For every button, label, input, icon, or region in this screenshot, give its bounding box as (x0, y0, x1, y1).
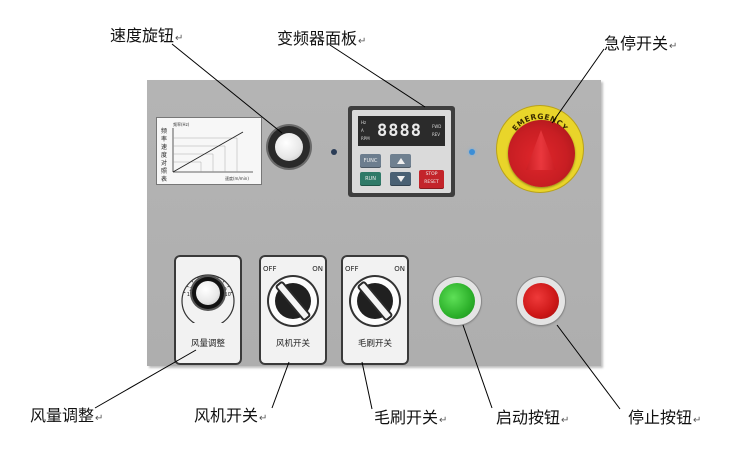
fan-adjust-knob[interactable] (192, 277, 224, 309)
side-char: 表 (161, 175, 167, 183)
display-tag: FWD (432, 124, 442, 129)
leader-brush-switch (361, 361, 373, 410)
speed-knob[interactable] (268, 126, 310, 168)
reset-label: RESET (424, 180, 439, 185)
speed-frequency-chart-card: 频 率 速 度 对 照 表 频率(Hz) 速度(m/min) (156, 117, 262, 185)
display-tag: REV (432, 132, 441, 137)
side-char: 率 (161, 135, 167, 143)
chart-ylabel: 频率(Hz) (173, 121, 190, 127)
brush-switch-bezel: OFF ON 毛刷开关 (341, 255, 409, 365)
side-char: 对 (161, 159, 167, 167)
stop-button[interactable] (517, 277, 565, 325)
chart-xlabel: 速度(m/min) (225, 175, 249, 181)
side-char: 度 (161, 151, 167, 159)
side-char: 频 (161, 127, 167, 135)
display-tag: Hz (361, 120, 367, 125)
down-arrow-icon (396, 176, 405, 182)
fan-scale-tick (191, 280, 194, 283)
fan-scale-number: 10 (225, 292, 231, 298)
fan-scale-tick (222, 280, 225, 283)
inverter-display: Hz A RPM 8888 FWD REV (358, 116, 445, 146)
fan-scale-tick (183, 291, 186, 294)
blower-selector-switch[interactable] (269, 277, 317, 325)
speed-frequency-chart: 频 率 速 度 对 照 表 频率(Hz) 速度(m/min) (161, 121, 253, 183)
callout-brush-switch: 毛刷开关↵ (374, 408, 448, 427)
callout-fan-adjust: 风量调整↵ (30, 406, 104, 425)
callout-start-button: 启动按钮↵ (496, 408, 570, 427)
chart-line (172, 131, 244, 173)
fan-scale-tick (217, 276, 219, 280)
leader-blower-switch (271, 361, 290, 409)
fan-adjust-label: 风量调整 (190, 339, 225, 349)
fan-scale-tick (227, 285, 230, 288)
inverter-face: Hz A RPM 8888 FWD REV FUNC RUN STOP RESE… (352, 110, 451, 193)
up-button[interactable] (390, 154, 411, 168)
callout-inverter-panel: 变频器面板↵ (277, 29, 367, 48)
display-digits: 8888 (377, 121, 422, 141)
on-label: ON (394, 265, 405, 273)
brush-selector-switch[interactable] (351, 277, 399, 325)
blower-switch-label: 风机开关 (275, 339, 310, 349)
stop-label: STOP (425, 172, 438, 177)
blower-switch-positions: OFF ON (263, 265, 323, 273)
blower-switch-bezel: OFF ON 风机开关 (259, 255, 327, 365)
display-tag: A (361, 128, 364, 133)
callout-emergency-stop: 急停开关↵ (604, 34, 678, 53)
chart-side-labels: 频 率 速 度 对 照 表 (161, 127, 167, 183)
on-label: ON (312, 265, 323, 273)
fan-scale-tick (230, 291, 233, 294)
stop-reset-button[interactable]: STOP RESET (419, 170, 444, 189)
off-label: OFF (263, 265, 277, 273)
func-button[interactable]: FUNC (360, 154, 381, 168)
off-label: OFF (345, 265, 359, 273)
inverter-keypad: Hz A RPM 8888 FWD REV FUNC RUN STOP RESE… (348, 106, 455, 197)
side-char: 速 (161, 144, 167, 151)
run-button[interactable]: RUN (360, 172, 381, 186)
fan-scale-number: 9 (224, 287, 227, 293)
start-button-cap (439, 283, 475, 319)
callout-stop-button: 停止按钮↵ (628, 408, 702, 427)
fan-scale-tick (186, 285, 189, 288)
callout-blower-switch: 风机开关↵ (194, 406, 268, 425)
start-button[interactable] (433, 277, 481, 325)
chart-grid (173, 137, 238, 172)
up-arrow-icon (396, 158, 405, 164)
down-button[interactable] (390, 172, 411, 186)
fan-scale-number: 1 (187, 292, 190, 298)
callout-speed-knob: 速度旋钮↵ (110, 26, 184, 45)
fan-adjust-bezel: 12345678910 风量调整 (174, 255, 242, 365)
fan-scale-number: 2 (189, 287, 192, 293)
brush-switch-positions: OFF ON (345, 265, 405, 273)
side-char: 照 (161, 168, 167, 175)
brush-switch-label: 毛刷开关 (357, 339, 392, 349)
indicator-light-left (331, 149, 337, 155)
display-tag: RPM (361, 136, 370, 141)
indicator-light-right (469, 149, 475, 155)
stop-button-cap (523, 283, 559, 319)
